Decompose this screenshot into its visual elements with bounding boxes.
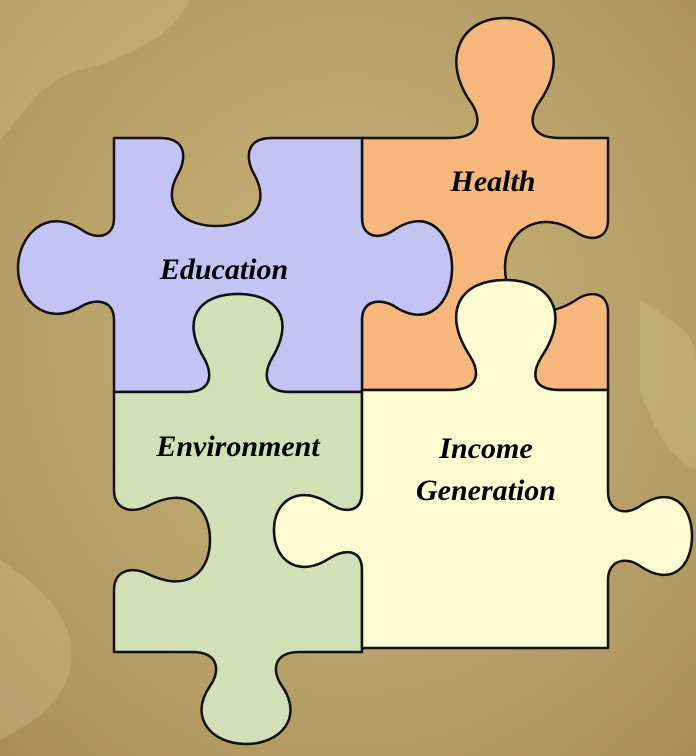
environment-label: Environment <box>155 430 321 463</box>
income-label-line2: Generation <box>416 474 556 507</box>
income-generation-piece <box>272 278 694 650</box>
environment-piece <box>112 292 364 746</box>
income-label-line1: Income <box>438 432 532 465</box>
health-label: Health <box>449 165 535 198</box>
background-map-texture <box>0 0 696 740</box>
education-label: Education <box>159 253 288 286</box>
